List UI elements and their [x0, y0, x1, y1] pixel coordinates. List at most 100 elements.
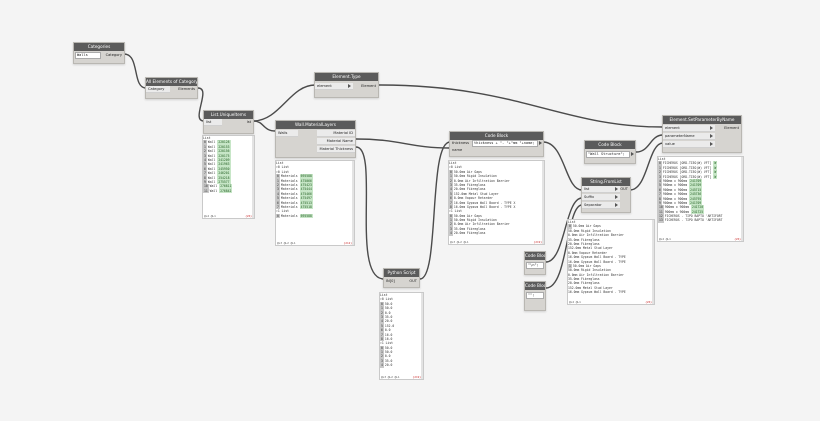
row-index: 5: [449, 191, 453, 197]
output-port-out[interactable]: OUT: [409, 279, 417, 283]
input-port-in0[interactable]: IN[0]: [386, 279, 395, 283]
preview-header: List: [568, 220, 576, 224]
preview-row: ▾0 List: [276, 165, 354, 169]
input-port-list[interactable]: list: [206, 120, 212, 124]
row-value: 241709: [689, 183, 703, 188]
category-dropdown[interactable]: Walls: [75, 52, 101, 59]
code-block-wall-structure-node[interactable]: Code Block "Wall Structure";: [584, 140, 636, 164]
row-text: 0.0: [384, 310, 391, 315]
row-value: 220153: [217, 144, 231, 150]
row-value: 245715: [689, 187, 703, 193]
row-index: 3: [276, 187, 280, 192]
chevron-right-icon: [615, 187, 618, 191]
row-index: 10: [658, 205, 664, 210]
categories-node[interactable]: Categories Walls Category: [73, 42, 125, 64]
row-value: 241709: [689, 178, 703, 184]
preview-scrollbar[interactable]: [542, 161, 544, 244]
row-text: 50.0: [384, 306, 393, 311]
code-editor[interactable]: "Wall Structure";: [586, 151, 630, 158]
input-port-value[interactable]: value: [665, 142, 675, 146]
output-port-material-id[interactable]: Material ID: [333, 131, 353, 135]
row-value: W: [713, 170, 718, 175]
input-port-separator[interactable]: Separator: [584, 203, 602, 207]
list-unique-items-node[interactable]: List.UniqueItems list lst: [203, 110, 254, 134]
input-port-walls[interactable]: Walls: [278, 131, 288, 135]
row-text: 50.0mm Air Gaps: [572, 263, 601, 268]
preview-row: 35.0mm Fibreglass: [568, 277, 654, 281]
input-port-element[interactable]: element: [665, 126, 680, 130]
code-block-node[interactable]: Code Block thickness name thickness + "-…: [449, 131, 544, 157]
input-port-list[interactable]: list: [584, 187, 590, 191]
preview-row: 0.0mm Vapour Retarder: [568, 251, 654, 255]
row-index: 0: [658, 161, 662, 166]
input-port-category[interactable]: Category: [148, 87, 165, 91]
chevron-right-icon: [539, 141, 542, 145]
preview-scrollbar[interactable]: [252, 136, 254, 218]
output-row: [317, 138, 355, 145]
preview-row: 16.0mm Gypsum Wall Board - TYPE: [568, 290, 654, 294]
row-text: 900mm x 900mm: [662, 192, 688, 197]
input-port-suffix[interactable]: Suffix: [584, 195, 595, 199]
code-editor[interactable]: thickness + "- "+"mm "+name;: [472, 140, 538, 147]
output-port-element[interactable]: Element: [361, 84, 376, 88]
code-block-separator-node[interactable]: Code Block "";: [524, 281, 546, 311]
input-port-thickness[interactable]: thickness: [452, 141, 469, 145]
preview-scrollbar[interactable]: [652, 220, 654, 304]
row-value: 246201: [217, 171, 231, 176]
string-from-list-node[interactable]: String.FromList list Suffix Separator OU…: [581, 177, 631, 213]
input-port-element[interactable]: element: [317, 84, 332, 88]
output-port-elements[interactable]: Elements: [178, 87, 195, 91]
row-text: Materials: [280, 178, 298, 183]
row-text: 900mm x 900mm: [662, 200, 688, 205]
wire-categories-to-all-elements: [123, 53, 147, 89]
input-port-name[interactable]: name: [452, 148, 463, 152]
output-port-list[interactable]: lst: [246, 120, 251, 124]
python-script-node[interactable]: Python Script IN[0] OUT: [383, 268, 420, 288]
row-text: 152.0mm Metal Stud Layer: [568, 246, 613, 251]
chevron-right-icon: [615, 203, 618, 207]
wall-material-layers-node[interactable]: Wall.MaterialLayers Walls Material ID Ma…: [275, 120, 356, 158]
row-text: 35.0mm Fibreglass: [453, 226, 486, 231]
element-type-node[interactable]: Element.Type element Element: [314, 72, 379, 98]
row-index: 4: [203, 157, 207, 163]
row-text: Wall: [207, 175, 216, 180]
output-port-material-name[interactable]: Material Name: [326, 139, 353, 143]
output-port-category[interactable]: Category: [105, 53, 122, 57]
row-value: 475066: [299, 178, 313, 183]
output-port-element[interactable]: Element: [724, 126, 739, 130]
row-text: 50.0mm Air Gaps: [453, 169, 482, 174]
preview-scrollbar[interactable]: [352, 161, 354, 245]
code-block-suffix-node[interactable]: Code Block "\n";: [524, 251, 546, 275]
preview-scrollbar[interactable]: [741, 157, 743, 241]
element-set-parameter-by-name-node[interactable]: Element.SetParameterByName element param…: [662, 115, 742, 153]
preview-scrollbar[interactable]: [421, 293, 423, 379]
row-index: 4: [380, 363, 384, 368]
row-text: 16.0: [384, 336, 393, 341]
output-port-material-thickness[interactable]: Material Thickness: [319, 147, 353, 151]
code-editor[interactable]: "";: [526, 292, 544, 299]
row-index: 5: [276, 196, 280, 201]
all-elements-of-category-node[interactable]: All Elements of Category Category Elemen…: [145, 77, 198, 99]
output-port-out[interactable]: OUT: [620, 187, 628, 191]
row-text: 20.0mm Fibreglass: [568, 241, 600, 246]
row-text: Materials: [280, 204, 298, 209]
input-port-parameter-name[interactable]: parameterName: [665, 134, 695, 138]
code-editor[interactable]: "\n";: [526, 262, 544, 269]
